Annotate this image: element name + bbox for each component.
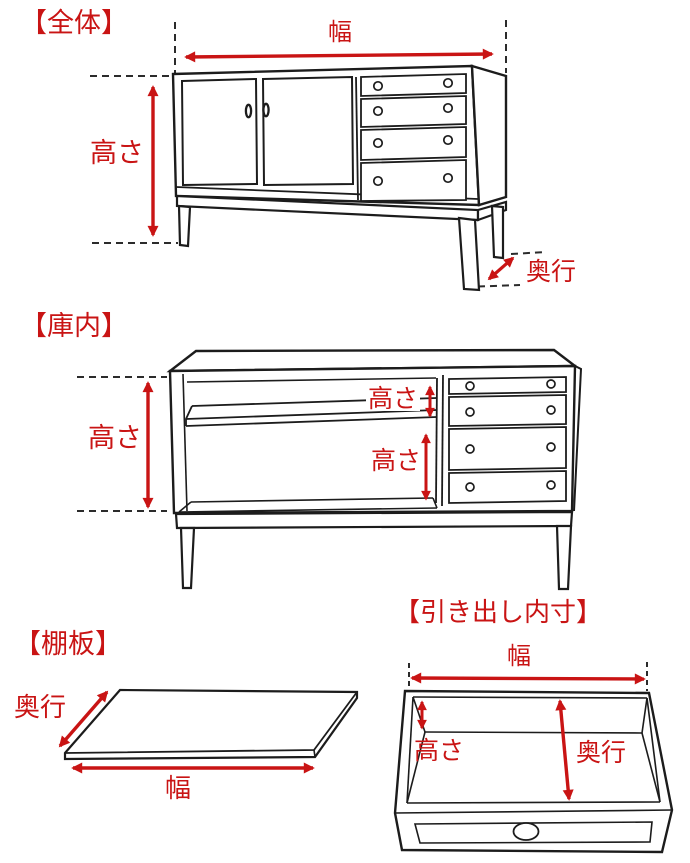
width-arrow — [184, 48, 494, 63]
drawer-dashed-guides — [408, 662, 648, 691]
depth-arrow — [487, 256, 515, 281]
door-handle-icon — [244, 103, 253, 119]
interior-compartment-lines — [178, 373, 438, 513]
shelf-depth-arrow — [58, 690, 109, 748]
drawer-dimension-arrows — [410, 672, 646, 801]
interior-drawer-knob-icons — [465, 379, 556, 492]
interior-height-label: 高さ — [88, 423, 142, 454]
section-title-shelf-board: 【棚板】 — [14, 629, 122, 660]
shelf-lower-height-label: 高さ — [369, 446, 424, 475]
section-title-overall: 【全体】 — [20, 8, 128, 39]
interior-stand — [174, 510, 574, 591]
shelf-board-outline — [63, 688, 359, 761]
drawer-inner-drawing — [393, 662, 674, 854]
section-title-drawer-inner: 【引き出し内寸】 — [394, 598, 603, 628]
drawer-knob-icon — [512, 822, 540, 841]
interior-drawer-fronts — [448, 376, 567, 504]
drawer-knob-icons — [372, 77, 454, 187]
shelf-board-drawing — [58, 688, 359, 774]
overall-cabinet-drawing — [90, 20, 547, 292]
section-title-interior: 【庫内】 — [20, 311, 128, 342]
interior-cabinet-drawing — [77, 348, 583, 591]
drawer-interior-lines — [394, 696, 673, 814]
cabinet-frame-stile — [355, 76, 359, 201]
interior-right-edge — [573, 365, 583, 512]
interior-divider — [435, 374, 444, 507]
cabinet-right-side — [470, 64, 508, 207]
drawer-width-arrow — [410, 672, 646, 685]
overall-dashed-guides — [90, 20, 547, 288]
interior-dashed-guides — [77, 376, 167, 512]
drawer-fronts — [360, 73, 467, 202]
overall-depth-label: 奥行 — [526, 257, 577, 286]
drawer-height-label: 高さ — [414, 736, 465, 765]
overall-dimension-arrows — [147, 48, 515, 281]
drawer-depth-arrow — [555, 699, 574, 801]
interior-dimension-arrows — [142, 381, 435, 509]
shelf-board-arrows — [58, 690, 315, 774]
shelf-upper-height-label: 高さ — [366, 384, 421, 413]
shelf-width-label: 幅 — [165, 774, 192, 804]
right-door — [261, 75, 355, 187]
overall-height-label: 高さ — [90, 138, 144, 169]
left-door — [180, 77, 259, 187]
shelf-depth-label: 奥行 — [14, 693, 67, 723]
drawer-depth-label: 奥行 — [576, 738, 627, 767]
overall-width-label: 幅 — [328, 18, 352, 46]
cabinet-stand — [175, 194, 508, 292]
door-handle-icon — [262, 102, 270, 118]
drawer-width-label: 幅 — [507, 642, 531, 670]
shelf-board-corner-edge — [313, 749, 316, 758]
